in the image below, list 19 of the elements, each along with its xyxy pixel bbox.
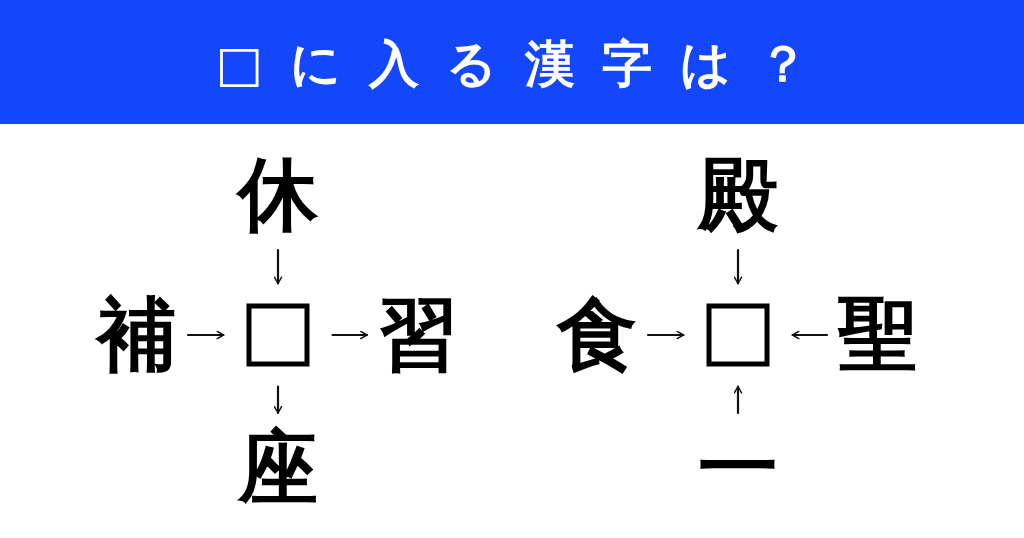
kanji-text: 補 bbox=[97, 295, 177, 375]
kanji-text: 殿 bbox=[698, 155, 778, 235]
kanji-text: 座 bbox=[238, 428, 318, 508]
title-text: □に入る漢字は？ bbox=[214, 39, 836, 89]
blank-square bbox=[706, 303, 770, 367]
arrow bbox=[331, 330, 369, 340]
arrow bbox=[733, 248, 743, 285]
kanji-text: 食 bbox=[557, 295, 637, 375]
arrow bbox=[733, 385, 743, 415]
kanji-text: 聖 bbox=[838, 295, 918, 375]
kanji-text: 習 bbox=[378, 295, 458, 375]
blank-square bbox=[246, 303, 310, 367]
kanji-text: 一 bbox=[698, 428, 778, 508]
arrow bbox=[273, 385, 283, 415]
arrow bbox=[186, 330, 225, 340]
arrow bbox=[273, 248, 283, 285]
arrow bbox=[791, 330, 829, 340]
kanji-text: 休 bbox=[238, 155, 318, 235]
arrow bbox=[646, 330, 685, 340]
